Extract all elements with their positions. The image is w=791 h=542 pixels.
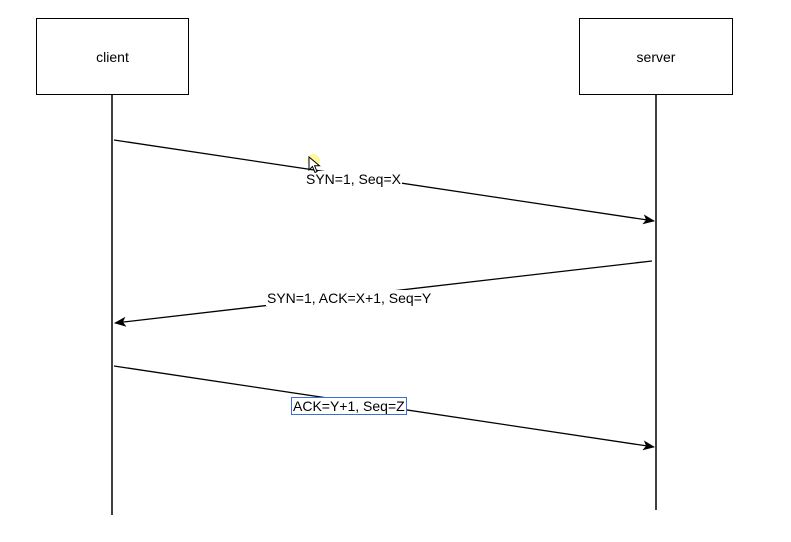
participant-client-label: client	[96, 48, 129, 65]
participant-client[interactable]: client	[36, 18, 189, 95]
message-label-syn-ack[interactable]: SYN=1, ACK=X+1, Seq=Y	[266, 290, 433, 306]
participant-server[interactable]: server	[579, 18, 733, 95]
message-label-ack-selected[interactable]: ACK=Y+1, Seq=Z	[291, 397, 407, 415]
participant-server-label: server	[636, 48, 676, 65]
mouse-pointer-icon	[308, 156, 321, 174]
message-label-syn[interactable]: SYN=1, Seq=X	[305, 171, 402, 187]
